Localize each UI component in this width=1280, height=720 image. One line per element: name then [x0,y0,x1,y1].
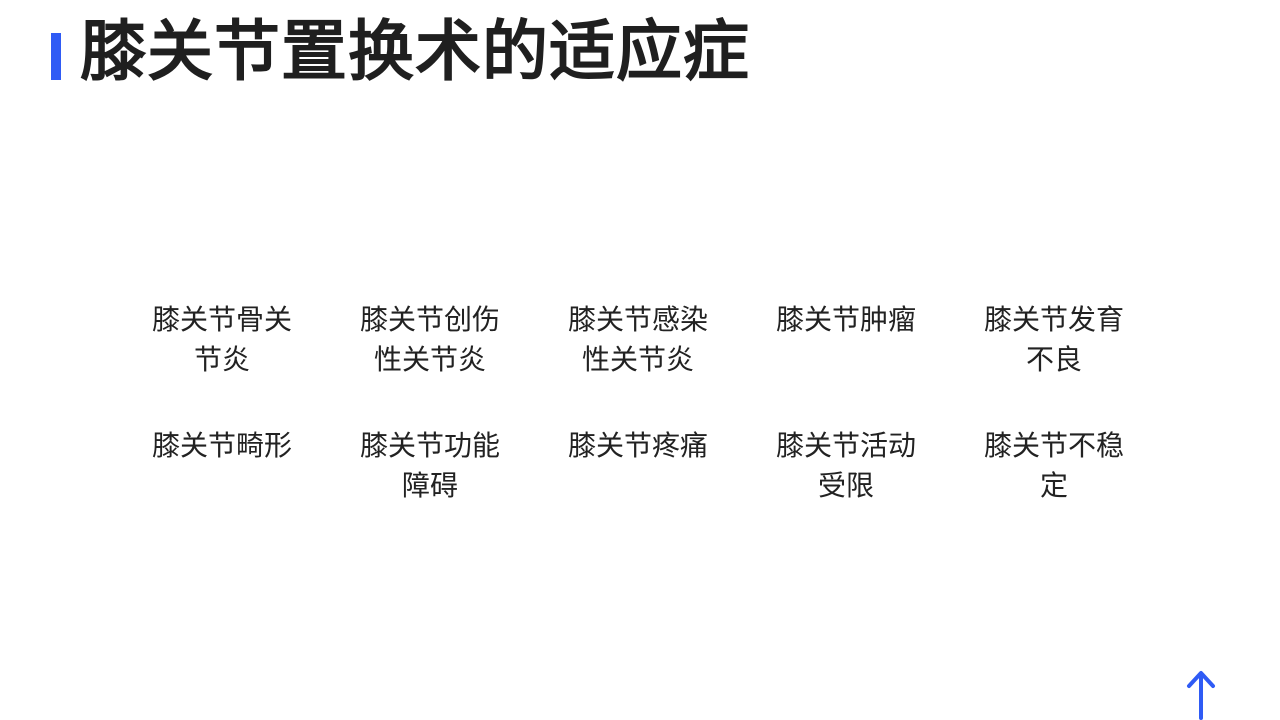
indication-item: 膝关节感染性关节炎 [534,300,742,426]
indication-item: 膝关节疼痛 [534,426,742,526]
indication-item: 膝关节肿瘤 [742,300,950,426]
indication-item: 膝关节畸形 [118,426,326,526]
indication-item: 膝关节活动受限 [742,426,950,526]
indication-grid: 膝关节骨关节炎 膝关节创伤性关节炎 膝关节感染性关节炎 膝关节肿瘤 膝关节发育不… [118,300,1158,526]
indication-item: 膝关节骨关节炎 [118,300,326,426]
indication-label: 膝关节创伤性关节炎 [359,303,500,376]
indication-label: 膝关节感染性关节炎 [567,303,708,376]
indication-label: 膝关节功能障碍 [359,429,500,502]
indication-item: 膝关节不稳定 [950,426,1158,526]
indication-label: 膝关节畸形 [151,429,292,462]
indication-item: 膝关节发育不良 [950,300,1158,426]
arrow-up-icon [1187,671,1215,720]
indication-label: 膝关节骨关节炎 [151,303,292,376]
indication-item: 膝关节功能障碍 [326,426,534,526]
indication-label: 膝关节发育不良 [983,303,1124,376]
indication-label: 膝关节不稳定 [983,429,1124,502]
title-accent-bar [51,33,61,80]
page-title: 膝关节置换术的适应症 [80,13,750,90]
indication-label: 膝关节肿瘤 [775,303,916,336]
indication-label: 膝关节活动受限 [775,429,916,502]
indication-item: 膝关节创伤性关节炎 [326,300,534,426]
indication-label: 膝关节疼痛 [567,429,708,462]
